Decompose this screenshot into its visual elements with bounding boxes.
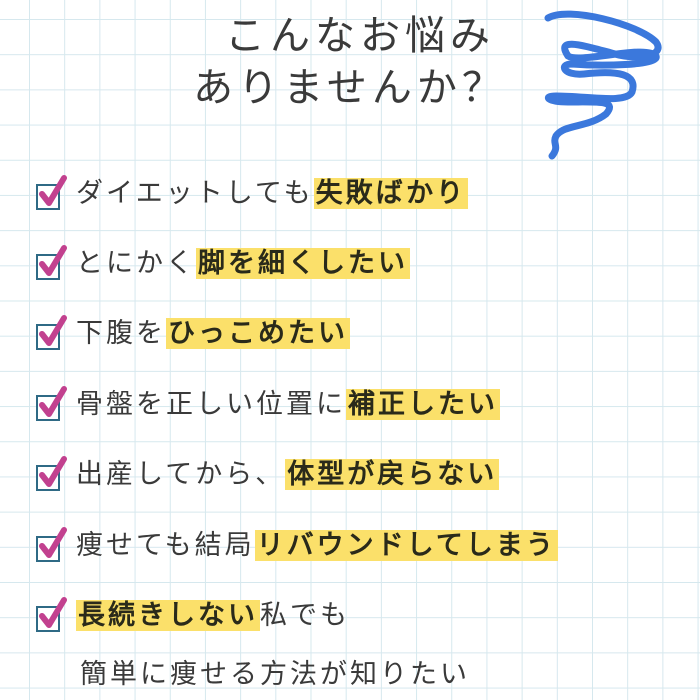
item-text: とにかく脚を細くしたい [76, 248, 410, 279]
blue-scribble-icon [544, 10, 662, 160]
item-continuation: 簡単に痩せる方法が知りたい [80, 659, 470, 690]
checkbox-checked-icon [36, 315, 67, 350]
list-item: 下腹をひっこめたい [36, 314, 350, 354]
item-highlight: リバウンドしてしまう [254, 530, 558, 561]
item-text: 出産してから、体型が戻らない [76, 459, 500, 490]
list-item: とにかく脚を細くしたい [36, 244, 410, 284]
title-line-2: ありませんか？ [193, 65, 507, 111]
item-text: ダイエットしても失敗ばかり [76, 178, 469, 209]
list-item: 長続きしない私でも [36, 596, 350, 636]
checkbox-checked-icon [36, 386, 67, 421]
item-highlight: ひっこめたい [166, 318, 350, 349]
checkbox-checked-icon [36, 527, 67, 562]
title-line-1: こんなお悩み [225, 13, 495, 59]
item-text: 骨盤を正しい位置に補正したい [76, 389, 500, 420]
list-item: 痩せても結局リバウンドしてしまう [36, 526, 558, 566]
list-item: 出産してから、体型が戻らない [36, 455, 500, 495]
item-highlight: 体型が戻らない [285, 459, 500, 490]
item-text: 長続きしない私でも [76, 600, 350, 631]
checkbox-checked-icon [36, 456, 67, 491]
list-item: ダイエットしても失敗ばかり [36, 174, 469, 214]
item-highlight: 長続きしない [76, 600, 260, 631]
item-highlight: 失敗ばかり [313, 178, 469, 209]
item-text: 下腹をひっこめたい [76, 318, 350, 349]
item-highlight: 補正したい [346, 389, 500, 420]
page-title: こんなお悩み ありませんか？ [0, 10, 700, 114]
checkbox-checked-icon [36, 175, 67, 210]
item-highlight: 脚を細くしたい [196, 248, 410, 279]
checkbox-checked-icon [36, 245, 67, 280]
item-text: 痩せても結局リバウンドしてしまう [76, 530, 558, 561]
list-item: 骨盤を正しい位置に補正したい [36, 385, 500, 425]
checkbox-checked-icon [36, 597, 67, 632]
